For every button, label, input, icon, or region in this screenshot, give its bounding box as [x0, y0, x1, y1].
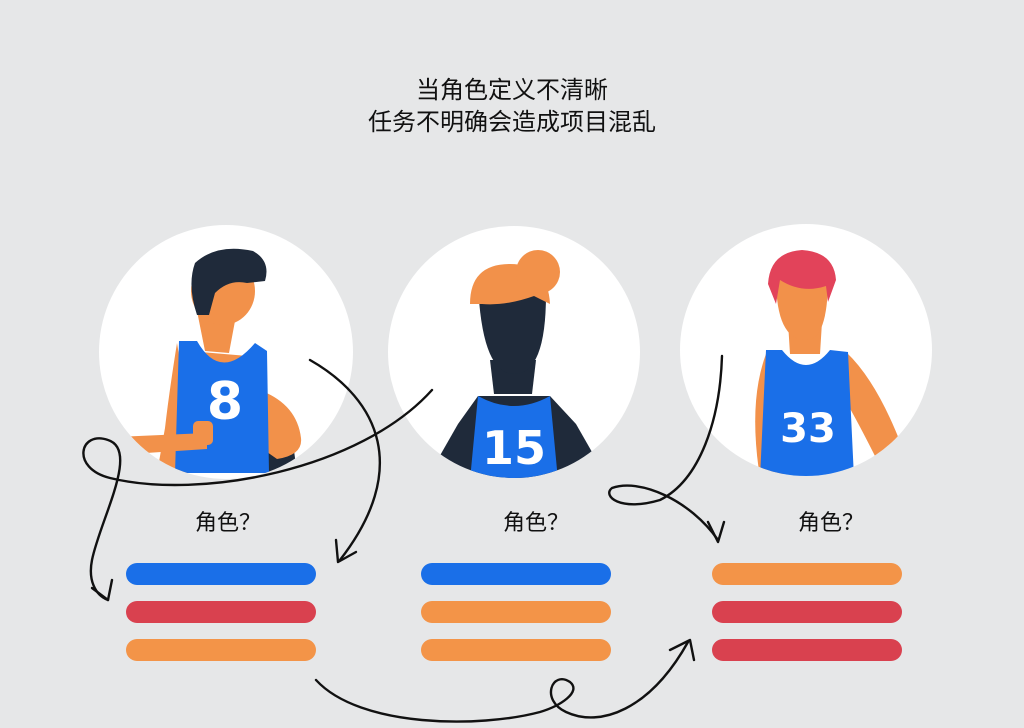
task-bar-1-3 — [126, 639, 316, 661]
task-bar-2-3 — [421, 639, 611, 661]
arrowhead-left — [90, 578, 114, 602]
task-bar-1-2 — [126, 601, 316, 623]
jersey-number-33: 33 — [780, 406, 836, 452]
task-bar-1-1 — [126, 563, 316, 585]
title-line-1: 当角色定义不清晰 — [416, 76, 608, 104]
player-33-avatar: 33 — [680, 224, 932, 476]
player-15-avatar: 15 — [388, 226, 640, 478]
role-label-2: 角色？ — [503, 511, 570, 536]
title-line-2: 任务不明确会造成项目混乱 — [368, 108, 656, 136]
task-bar-3-1 — [712, 563, 902, 585]
page-title: 当角色定义不清晰 任务不明确会造成项目混乱 — [0, 74, 1024, 138]
task-bar-2-2 — [421, 601, 611, 623]
task-bar-3-3 — [712, 639, 902, 661]
role-label-1: 角色？ — [195, 511, 262, 536]
player-8-avatar: 8 — [99, 225, 353, 479]
task-bar-2-1 — [421, 563, 611, 585]
role-label-3: 角色？ — [798, 511, 865, 536]
jersey-number-15: 15 — [482, 421, 546, 475]
arrowhead-right-bottom — [668, 638, 696, 662]
arrowhead-middle — [334, 538, 358, 564]
jersey-number-8: 8 — [207, 372, 243, 432]
task-bar-3-2 — [712, 601, 902, 623]
arrowhead-right-top — [706, 520, 726, 544]
